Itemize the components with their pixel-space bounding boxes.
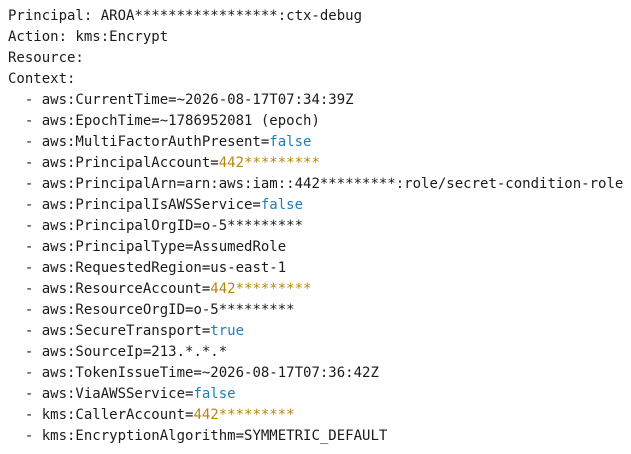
context-item-value: SYMMETRIC_DEFAULT — [244, 428, 388, 444]
context-item-value: AssumedRole — [193, 239, 287, 255]
context-item-key: aws:PrincipalOrgID= — [41, 218, 202, 234]
context-item-bullet: - — [8, 218, 42, 234]
context-item-key: aws:PrincipalType= — [41, 239, 194, 255]
context-item-value: ~2026-08-17T07:34:39Z — [176, 92, 354, 108]
context-item-key: aws:EpochTime= — [41, 113, 160, 129]
context-item: - aws:MultiFactorAuthPresent=false — [8, 132, 631, 153]
context-item-bullet: - — [8, 344, 42, 360]
context-item: - aws:EpochTime=~1786952081 (epoch) — [8, 111, 631, 132]
context-item-bullet: - — [8, 176, 42, 192]
context-item-value: o-5********* — [201, 218, 304, 234]
context-item-key: kms:EncryptionAlgorithm= — [41, 428, 245, 444]
context-item-key: aws:TokenIssueTime= — [41, 365, 202, 381]
context-item: - aws:ResourceOrgID=o-5********* — [8, 300, 631, 321]
context-item-bullet: - — [8, 92, 42, 108]
context-item-value: ~2026-08-17T07:36:42Z — [201, 365, 379, 381]
context-item-bullet: - — [8, 428, 42, 444]
context-heading: Context: — [8, 71, 76, 87]
resource-line: Resource: — [8, 50, 84, 66]
context-item-key: aws:CurrentTime= — [41, 92, 177, 108]
context-item-key: aws:PrincipalArn= — [41, 176, 186, 192]
context-item: - aws:PrincipalArn=arn:aws:iam::442*****… — [8, 174, 631, 195]
context-item-value: false — [193, 386, 236, 402]
context-item-value: false — [269, 134, 312, 150]
context-item: - aws:ViaAWSService=false — [8, 384, 631, 405]
context-item-bullet: - — [8, 302, 42, 318]
action-line: Action: kms:Encrypt — [8, 29, 169, 45]
context-item-key: aws:ViaAWSService= — [41, 386, 194, 402]
context-item-value: false — [260, 197, 304, 213]
context-item: - aws:PrincipalAccount=442********* — [8, 153, 631, 174]
context-item: - aws:ResourceAccount=442********* — [8, 279, 631, 300]
context-item-key: aws:MultiFactorAuthPresent= — [41, 134, 270, 150]
context-item-bullet: - — [8, 134, 42, 150]
context-item-bullet: - — [8, 365, 42, 381]
context-item: - aws:PrincipalOrgID=o-5********* — [8, 216, 631, 237]
context-item-value: arn:aws:iam::442*********:role/secret-co… — [185, 176, 624, 192]
context-item-bullet: - — [8, 239, 42, 255]
context-item: - aws:PrincipalType=AssumedRole — [8, 237, 631, 258]
context-item-value: o-5********* — [193, 302, 295, 318]
context-item-key: aws:RequestedRegion= — [41, 260, 211, 276]
context-item-value: 442********* — [218, 155, 320, 171]
context-list: - aws:CurrentTime=~2026-08-17T07:34:39Z … — [8, 90, 631, 447]
context-item: - aws:SourceIp=213.*.*.* — [8, 342, 631, 363]
context-item-key: aws:PrincipalIsAWSService= — [41, 197, 261, 213]
context-item-key: kms:CallerAccount= — [41, 407, 194, 423]
principal-line: Principal: AROA*****************:ctx-deb… — [8, 8, 363, 24]
context-item-key: aws:SourceIp= — [41, 344, 152, 360]
context-item-bullet: - — [8, 407, 42, 423]
context-item: - aws:PrincipalIsAWSService=false — [8, 195, 631, 216]
context-item-value: 442********* — [193, 407, 295, 423]
context-item-bullet: - — [8, 197, 42, 213]
context-item: - kms:CallerAccount=442********* — [8, 405, 631, 426]
context-item: - aws:RequestedRegion=us-east-1 — [8, 258, 631, 279]
context-item-key: aws:SecureTransport= — [41, 323, 211, 339]
context-item: - kms:EncryptionAlgorithm=SYMMETRIC_DEFA… — [8, 426, 631, 447]
context-item-key: aws:ResourceOrgID= — [41, 302, 194, 318]
context-item-bullet: - — [8, 155, 42, 171]
context-item: - aws:CurrentTime=~2026-08-17T07:34:39Z — [8, 90, 631, 111]
context-item-bullet: - — [8, 386, 42, 402]
context-item-bullet: - — [8, 113, 42, 129]
context-item-value: ~1786952081 (epoch) — [159, 113, 320, 129]
context-item-value: 442********* — [210, 281, 312, 297]
context-item: - aws:TokenIssueTime=~2026-08-17T07:36:4… — [8, 363, 631, 384]
context-item-bullet: - — [8, 323, 42, 339]
context-item-bullet: - — [8, 260, 42, 276]
context-item-value: true — [210, 323, 245, 339]
context-item-key: aws:PrincipalAccount= — [41, 155, 219, 171]
context-item-value: us-east-1 — [210, 260, 287, 276]
context-item-key: aws:ResourceAccount= — [41, 281, 211, 297]
context-item-bullet: - — [8, 281, 42, 297]
context-item: - aws:SecureTransport=true — [8, 321, 631, 342]
context-item-value: 213.*.*.* — [151, 344, 228, 360]
